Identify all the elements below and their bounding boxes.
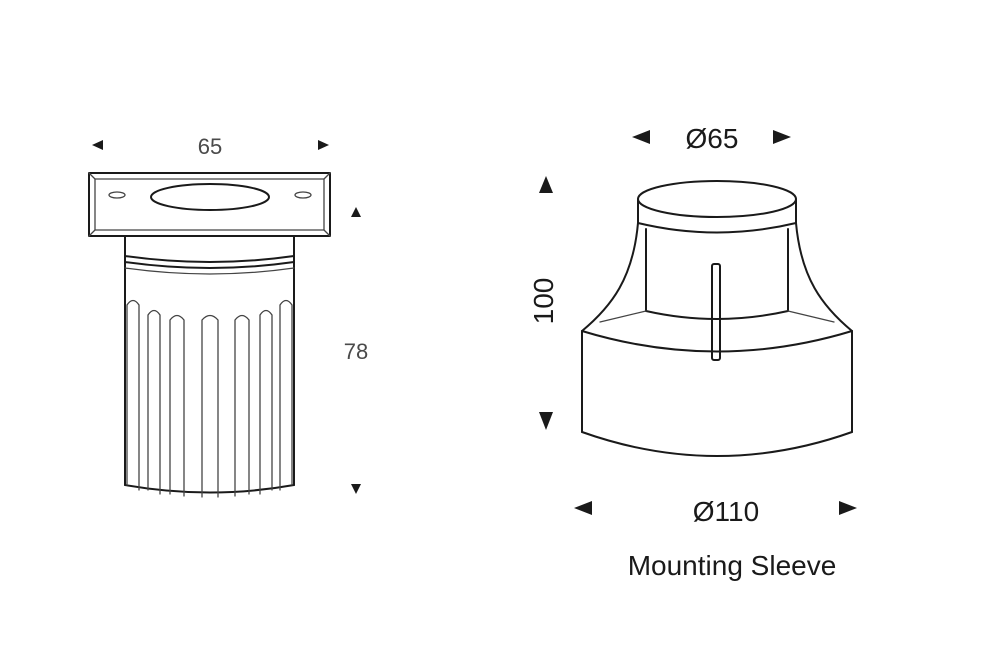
sleeve-height-arrow-up xyxy=(539,176,553,193)
sleeve-height-arrow-down xyxy=(539,412,553,430)
sleeve-bottom-arrow-left xyxy=(574,501,592,515)
sleeve-base xyxy=(581,330,853,457)
lamp-fins xyxy=(126,299,293,498)
screw-hole-right xyxy=(294,191,312,199)
lamp-width-label: 65 xyxy=(198,134,222,159)
lamp-body xyxy=(124,235,295,494)
sleeve-top-diameter-label: Ø65 xyxy=(686,123,739,154)
sleeve-bottom-diameter-label: Ø110 xyxy=(693,496,759,527)
sleeve-caption: Mounting Sleeve xyxy=(628,550,837,581)
screw-hole-left xyxy=(108,191,126,199)
lamp-height-arrow-up xyxy=(351,207,361,217)
mounting-sleeve-drawing: Ø65 10 xyxy=(528,123,857,581)
sleeve-neck xyxy=(581,222,853,361)
sleeve-top-cap xyxy=(637,180,797,234)
lamp-height-label: 78 xyxy=(344,339,368,364)
sleeve-bottom-arrow-right xyxy=(839,501,857,515)
sleeve-height-label: 100 xyxy=(528,278,559,325)
lamp-width-arrow-right xyxy=(318,140,329,150)
sleeve-top-arrow-left xyxy=(632,130,650,144)
lamp-width-arrow-left xyxy=(92,140,103,150)
lamp-flange-plate xyxy=(88,172,331,237)
sleeve-top-arrow-right xyxy=(773,130,791,144)
lamp-lens xyxy=(150,183,270,211)
sleeve-slot xyxy=(711,263,721,361)
lamp-fixture-drawing: 65 xyxy=(88,134,368,498)
lamp-height-arrow-down xyxy=(351,484,361,494)
